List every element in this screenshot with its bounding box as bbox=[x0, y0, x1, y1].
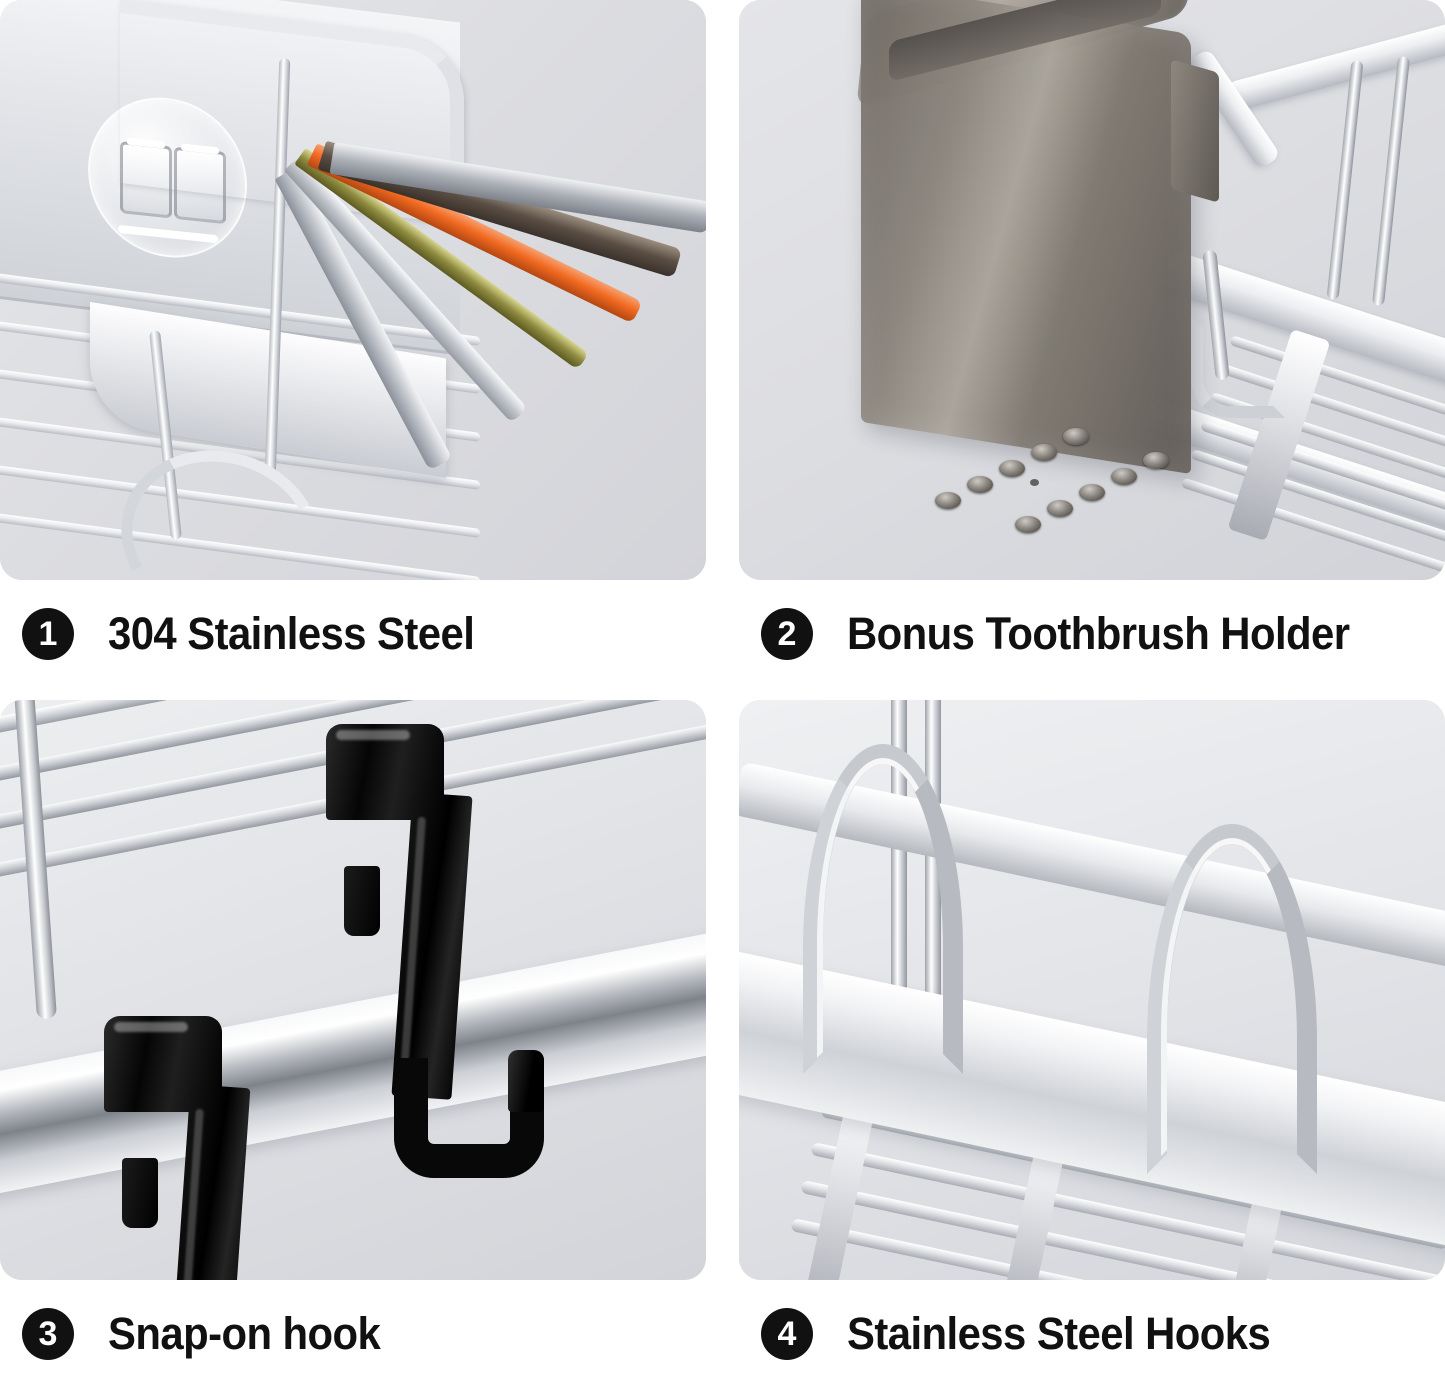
feature-cell-3: 3 Snap-on hook bbox=[0, 700, 706, 1387]
feature-number-badge-3: 3 bbox=[22, 1308, 74, 1360]
feature-image-3 bbox=[0, 700, 706, 1280]
feature-image-1 bbox=[0, 0, 706, 580]
steel-strips-illustration bbox=[0, 0, 706, 580]
feature-image-4 bbox=[739, 700, 1445, 1280]
feature-title-3: Snap-on hook bbox=[108, 1308, 381, 1359]
feature-title-1: 304 Stainless Steel bbox=[108, 608, 475, 659]
feature-number-badge-4: 4 bbox=[761, 1308, 813, 1360]
feature-number-badge-1: 1 bbox=[22, 608, 74, 660]
feature-title-4: Stainless Steel Hooks bbox=[847, 1308, 1271, 1359]
feature-caption-2: 2 Bonus Toothbrush Holder bbox=[739, 594, 1445, 674]
feature-cell-4: 4 Stainless Steel Hooks bbox=[739, 700, 1445, 1387]
feature-cell-2: 2 Bonus Toothbrush Holder bbox=[739, 0, 1445, 687]
toothbrush-holder-illustration bbox=[739, 0, 1445, 580]
feature-image-2 bbox=[739, 0, 1445, 580]
feature-number-badge-2: 2 bbox=[761, 608, 813, 660]
stainless-hooks-illustration bbox=[739, 700, 1445, 1280]
feature-title-2: Bonus Toothbrush Holder bbox=[847, 608, 1350, 659]
feature-caption-4: 4 Stainless Steel Hooks bbox=[739, 1294, 1445, 1374]
feature-caption-1: 1 304 Stainless Steel bbox=[0, 594, 706, 674]
snap-on-hook-illustration bbox=[0, 700, 706, 1280]
feature-caption-3: 3 Snap-on hook bbox=[0, 1294, 706, 1374]
feature-cell-1: 1 304 Stainless Steel bbox=[0, 0, 706, 687]
